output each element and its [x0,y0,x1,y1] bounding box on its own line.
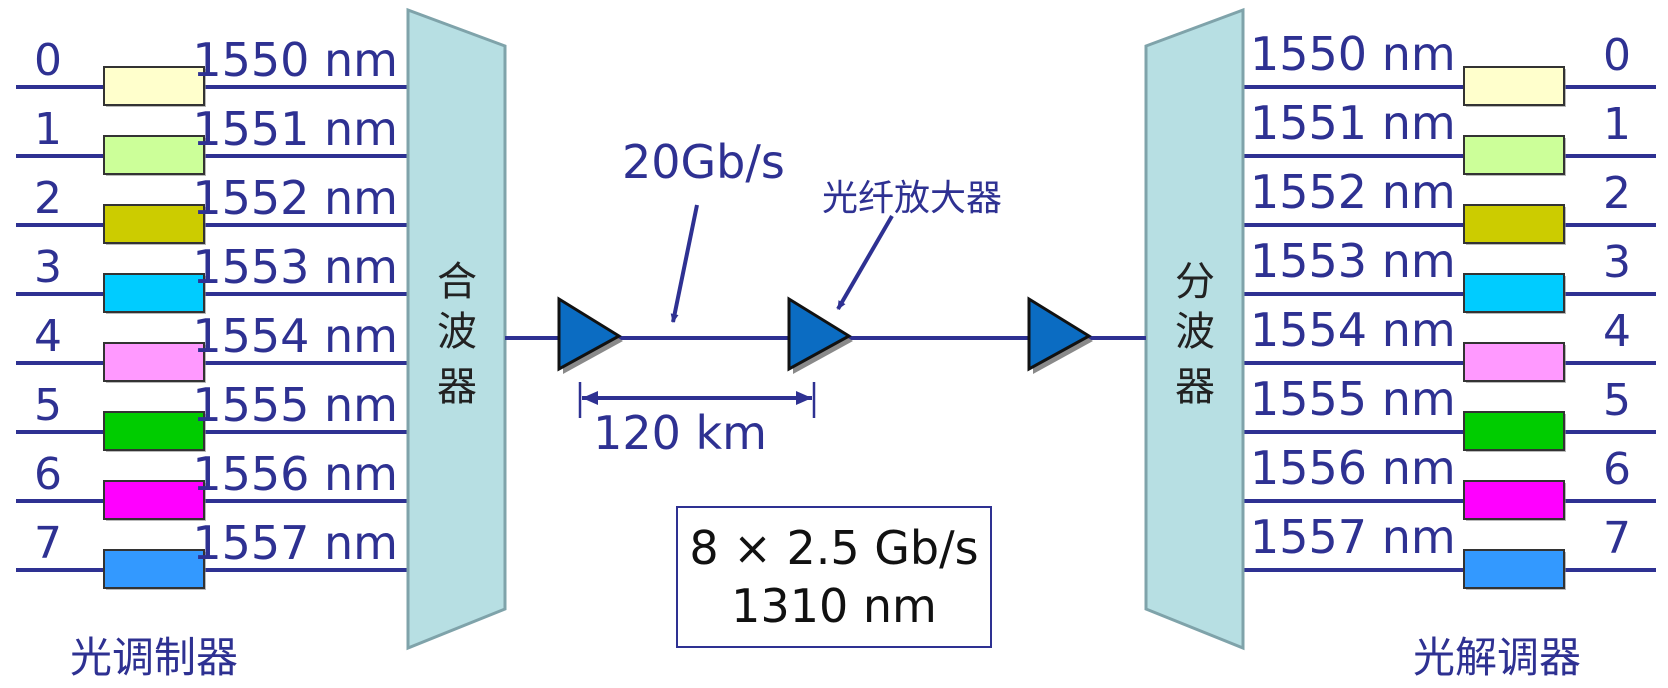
right-channel-index: 4 [1603,306,1631,357]
demodulator-label: 光解调器 [1413,633,1581,682]
amplifier-arrow [836,214,894,311]
rate-arrow [670,204,699,323]
right-wavelength-label: 1554 nm [1250,303,1456,357]
left-channel-index: 6 [34,449,62,500]
right-wavelength-label: 1555 nm [1250,372,1456,426]
right-demodulator-box [1463,411,1565,451]
right-channel-index: 7 [1603,513,1631,564]
info-box-line2: 1310 nm [731,579,937,633]
right-wavelength-label: 1550 nm [1250,27,1456,81]
left-modulator-box [103,66,205,106]
left-channel-index: 1 [34,104,62,155]
left-modulator-box [103,135,205,175]
mux-label-char-3: 器 [437,364,477,410]
amplifier-1 [557,296,623,374]
right-channel-index: 0 [1603,30,1631,81]
right-demodulator-box [1463,66,1565,106]
right-channel-group: 1550 nm 0 1551 nm 1 1552 nm 2 1553 nm 3 1554 nm 4… [1243,27,1656,590]
mux-label-char-1: 合 [437,259,477,305]
right-channel-index: 1 [1603,99,1631,150]
right-wavelength-label: 1552 nm [1250,165,1456,219]
right-channel-index: 2 [1603,168,1631,219]
demux-label-char-1: 分 [1175,259,1215,305]
left-wavelength-label: 1550 nm [192,33,398,87]
left-modulator-box [103,204,205,244]
left-wavelength-label: 1557 nm [192,516,398,570]
right-demodulator-box [1463,342,1565,382]
amplifier-3 [1027,296,1093,374]
right-channel-index: 3 [1603,237,1631,288]
demux-label-char-2: 波 [1175,309,1215,355]
right-wavelength-label: 1553 nm [1250,234,1456,288]
multiplexer [406,7,507,651]
right-channel-index: 6 [1603,444,1631,495]
modulator-label: 光调制器 [70,633,238,682]
right-demodulator-box [1463,549,1565,589]
distance-dimension [578,382,816,418]
left-wavelength-label: 1556 nm [192,447,398,501]
left-wavelength-label: 1554 nm [192,309,398,363]
left-modulator-box [103,480,205,520]
right-demodulator-box [1463,273,1565,313]
demultiplexer [1144,7,1245,651]
left-channel-index: 7 [34,518,62,569]
left-channel-index: 5 [34,380,62,431]
left-channel-index: 3 [34,242,62,293]
left-channel-index: 0 [34,35,62,86]
right-channel-index: 5 [1603,375,1631,426]
distance-label: 120 km [593,406,767,460]
left-wavelength-label: 1552 nm [192,171,398,225]
amplifier-2 [787,296,853,374]
left-modulator-box [103,549,205,589]
info-box-line1: 8 × 2.5 Gb/s [689,521,978,575]
right-demodulator-box [1463,480,1565,520]
left-channel-index: 2 [34,173,62,224]
left-wavelength-label: 1553 nm [192,240,398,294]
demux-label-char-3: 器 [1175,364,1215,410]
left-modulator-box [103,342,205,382]
left-channel-index: 4 [34,311,62,362]
left-wavelength-label: 1555 nm [192,378,398,432]
mux-label-char-2: 波 [437,309,477,355]
rate-label: 20Gb/s [622,135,785,189]
right-wavelength-label: 1557 nm [1250,510,1456,564]
right-wavelength-label: 1551 nm [1250,96,1456,150]
info-box [676,506,992,648]
right-demodulator-box [1463,204,1565,244]
amplifier-label: 光纤放大器 [822,178,1002,219]
left-modulator-box [103,273,205,313]
right-demodulator-box [1463,135,1565,175]
left-modulator-box [103,411,205,451]
left-channel-group: 0 1550 nm 1 1551 nm 2 1552 nm 3 1553 nm 4 1554 nm… [16,33,408,590]
left-wavelength-label: 1551 nm [192,102,398,156]
right-wavelength-label: 1556 nm [1250,441,1456,495]
